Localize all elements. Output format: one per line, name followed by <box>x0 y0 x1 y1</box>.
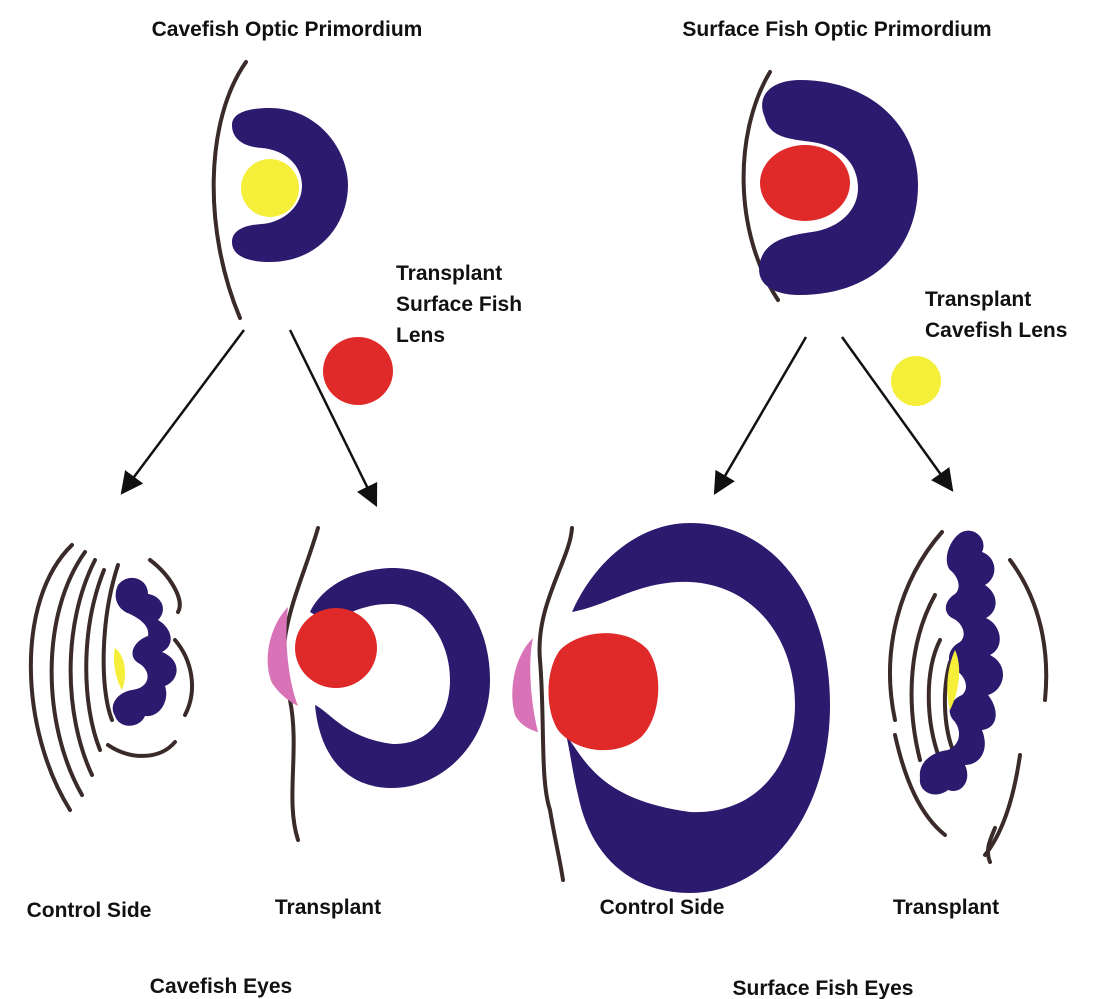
surface-transplant-label: Transplant <box>893 896 999 919</box>
transplant-cavefish-lens <box>891 356 941 406</box>
cave-control-layer-2 <box>52 552 85 795</box>
cave-control-layer-8 <box>108 742 175 756</box>
cave-control-lens <box>114 648 125 690</box>
transplant-cavefish-lens-label-1: Transplant <box>925 288 1031 311</box>
surface-transplant-layer-3 <box>929 640 940 760</box>
cavefish-transplant-eye <box>268 528 490 840</box>
surface-control-side-label: Control Side <box>600 896 725 919</box>
cavefish-optic-primordium <box>214 62 348 318</box>
cave-control-layer-3 <box>71 560 95 775</box>
cavefish-primordium-title: Cavefish Optic Primordium <box>152 18 423 41</box>
cave-control-optic-cup <box>113 578 177 726</box>
cave-control-layer-4 <box>86 570 104 750</box>
cave-control-layer-5 <box>104 565 118 720</box>
cave-control-side-label: Control Side <box>27 899 152 922</box>
transplant-surface-lens-label-2: Surface Fish <box>396 293 522 316</box>
cavefish-eyes-label: Cavefish Eyes <box>150 975 292 998</box>
arrow-surface-transplant <box>842 337 952 490</box>
surface-optic-primordium <box>744 72 918 300</box>
surface-control-eye <box>512 523 830 893</box>
cave-transplant-label: Transplant <box>275 896 381 919</box>
surface-control-lens <box>548 633 658 750</box>
cave-control-layer-7 <box>175 640 192 715</box>
arrow-cave-control <box>122 330 244 493</box>
transplant-surface-lens <box>323 337 393 405</box>
transplant-surface-lens-group: Transplant Surface Fish Lens <box>323 262 522 405</box>
surface-transplant-eye <box>890 531 1046 862</box>
cave-transplant-cornea <box>268 607 298 706</box>
transplant-surface-lens-label-1: Transplant <box>396 262 502 285</box>
surface-primordium-lens <box>760 145 850 221</box>
surface-primordium-title: Surface Fish Optic Primordium <box>682 18 991 41</box>
arrow-surface-control <box>715 337 806 493</box>
cavefish-primordium-lens <box>241 159 299 217</box>
surface-transplant-layer-1 <box>890 532 942 720</box>
transplant-cavefish-lens-label-2: Cavefish Lens <box>925 319 1067 342</box>
surface-transplant-layer-6 <box>1010 560 1046 700</box>
cavefish-control-eye <box>31 545 192 810</box>
transplant-surface-lens-label-3: Lens <box>396 324 445 347</box>
surface-fish-eyes-label: Surface Fish Eyes <box>733 977 914 999</box>
surface-control-cornea <box>512 638 538 732</box>
transplant-cavefish-lens-group: Transplant Cavefish Lens <box>891 288 1067 406</box>
cave-transplant-lens <box>295 608 377 688</box>
